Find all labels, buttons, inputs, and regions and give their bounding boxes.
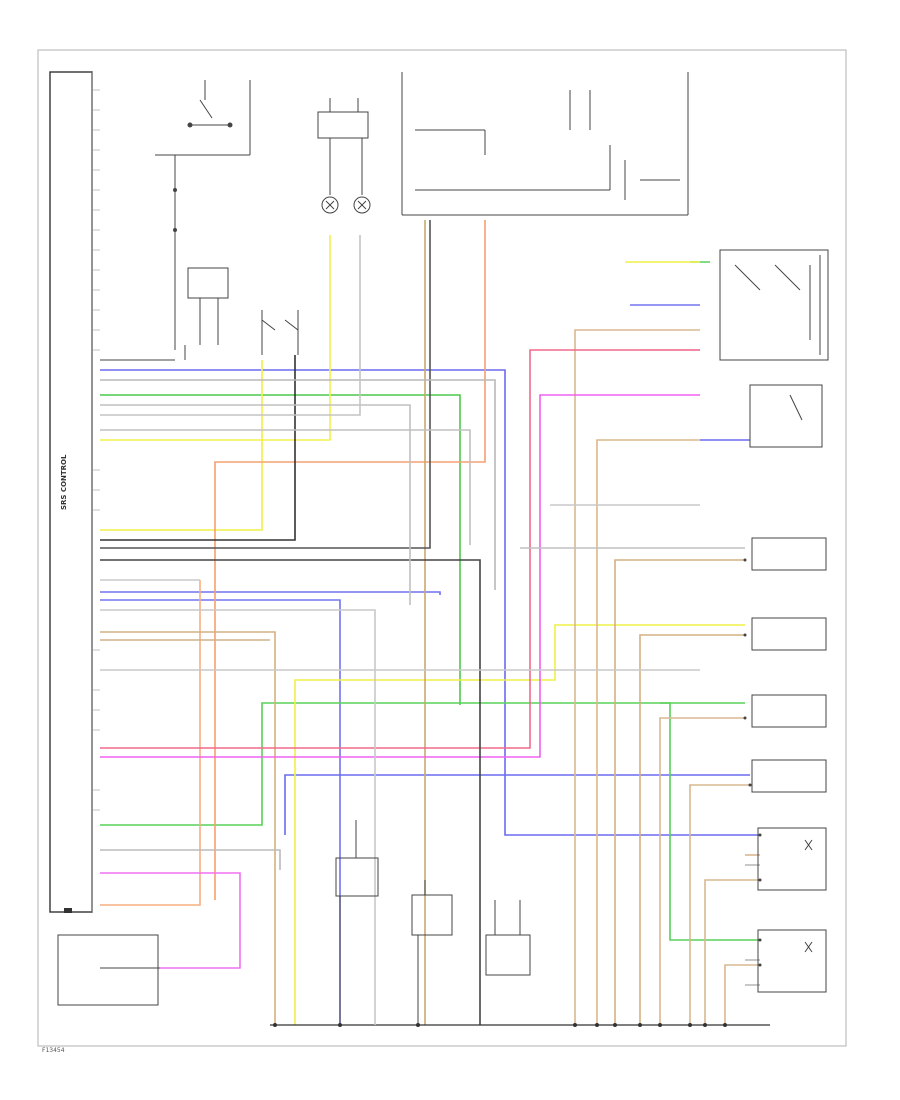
left-front-seat-belt-switch-right [749,384,823,448]
passenger-airbag-indicator [317,98,371,214]
fuel-pump-switch [485,900,531,976]
ignition-switch [100,80,251,361]
passenger-seat-weight-sensor [335,820,379,1025]
passenger-airbag [757,827,827,891]
clock-spring [411,880,453,1025]
ground-splices [273,1023,727,1027]
module-label: SRS CONTROL [60,454,68,510]
driver-airbag [757,929,827,993]
sensor-box-4 [751,759,827,793]
fuel-pump-cutoff [57,934,160,1006]
sensor-box-2 [751,617,827,651]
gateway-module [401,72,689,216]
sensor-box-1 [751,537,827,571]
diagram-frame [37,49,847,1047]
connector-terminals [743,558,762,967]
sensor-box-3 [751,694,827,728]
footer-code: F13454 [42,1047,65,1054]
srs-control-module: SRS CONTROL [49,71,100,913]
passenger-seat-belt-switch [184,267,229,360]
left-front-seat-belt-switch [261,310,299,355]
right-front-seat-belt-switch [719,249,829,361]
wiring [100,220,770,1026]
